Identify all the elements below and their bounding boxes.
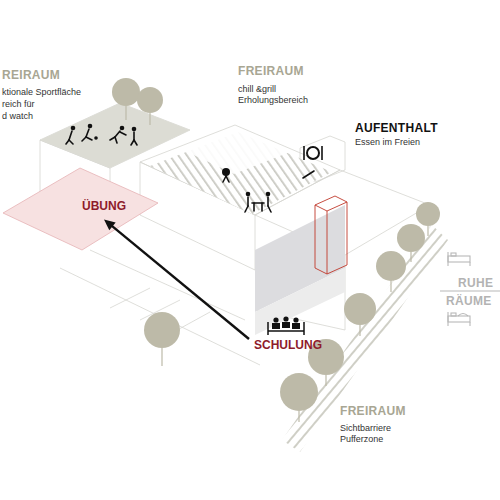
zone-label: SCHULUNG [252, 337, 324, 353]
area-note: Essen im Freien [355, 137, 420, 148]
area-heading: REIRAUM [2, 68, 60, 82]
area-heading: AUFENTHALT [355, 121, 438, 135]
area-note: reich für [2, 99, 35, 110]
area-note: d watch [2, 111, 33, 122]
zone-node: SCHULUNG [252, 337, 324, 353]
area-note: Sichtbarriere Pufferzone [340, 423, 410, 445]
area-heading: FREIRAUM [340, 404, 406, 418]
zone-label: ÜBUNG [80, 198, 128, 214]
area-note: ktionale Sportfläche [2, 87, 81, 98]
area-heading: FREIRAUM [238, 64, 304, 78]
room-label: RUHE [458, 276, 493, 290]
area-note: chill &grill Erholungsbereich [238, 84, 320, 106]
zone-node: ÜBUNG [80, 198, 128, 214]
flow-arrow [104, 219, 249, 339]
room-label: RÄUME [446, 294, 492, 308]
